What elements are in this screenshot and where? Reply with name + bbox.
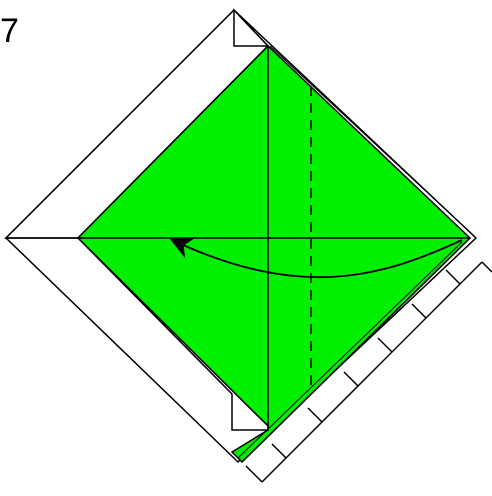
inner-border-edge xyxy=(6,8,270,239)
step-number: 7 xyxy=(0,12,19,50)
green-layer-edge-1 xyxy=(241,237,471,463)
green-layer-edge-2 xyxy=(237,241,463,459)
fold-arrow xyxy=(170,238,463,279)
inner-border-bottom-edge xyxy=(77,237,268,431)
repeat-guide-ruler xyxy=(245,261,492,483)
green-layer-edge-3 xyxy=(269,45,475,237)
